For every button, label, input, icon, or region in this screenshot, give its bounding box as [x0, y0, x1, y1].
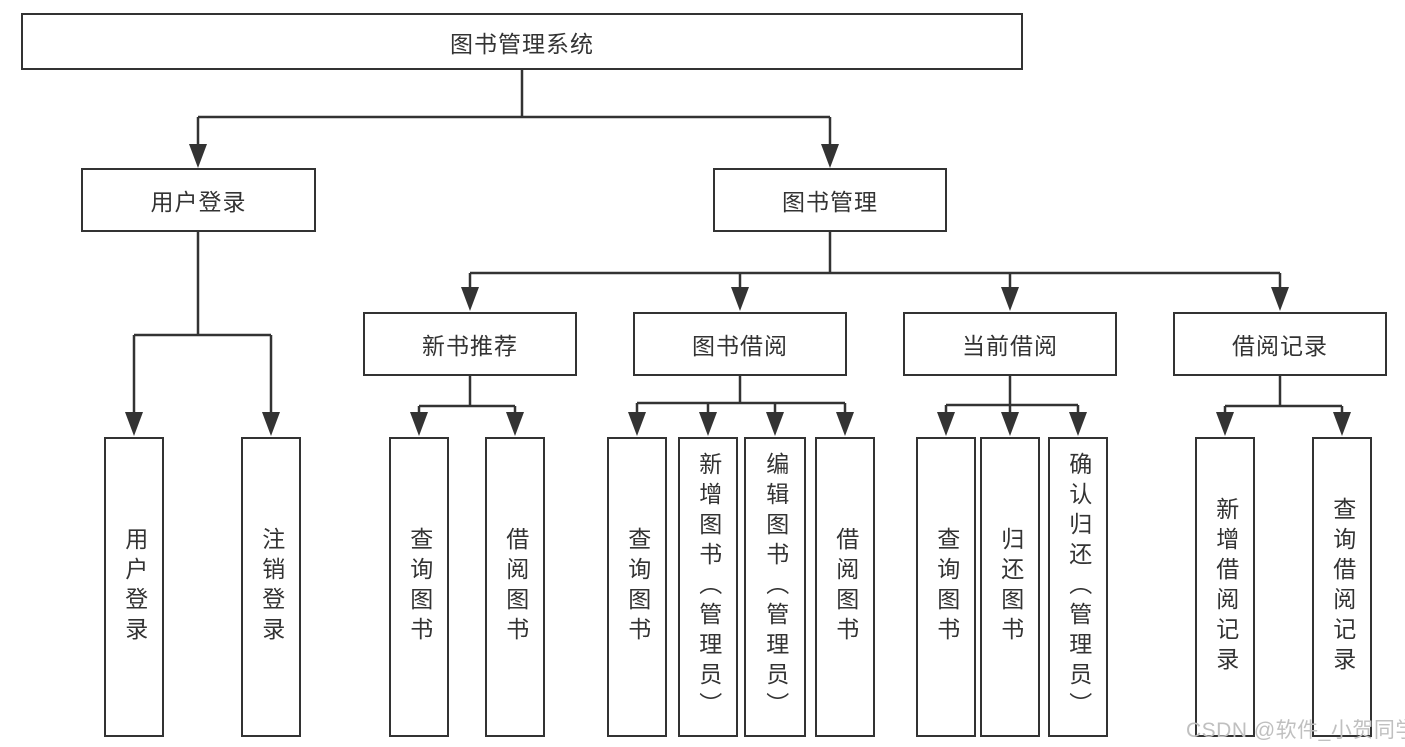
leaf-return-book: 归还图书 — [980, 437, 1040, 737]
leaf-query-books-borrow: 查询图书 — [607, 437, 667, 737]
current-borrowing-node: 当前借阅 — [903, 312, 1117, 376]
leaf-add-borrow-record-label: 新增借阅记录 — [1212, 497, 1239, 677]
borrowing-records-label: 借阅记录 — [1232, 333, 1328, 359]
leaf-borrow-books-label: 借阅图书 — [832, 527, 859, 647]
user-login-node: 用户登录 — [81, 168, 316, 232]
new-book-recommendation-node: 新书推荐 — [363, 312, 577, 376]
leaf-borrow-books-recommend: 借阅图书 — [485, 437, 545, 737]
connector-current-borrowing-to-leaves — [937, 376, 1087, 436]
book-management-node-label: 图书管理 — [782, 189, 878, 215]
book-borrowing-label: 图书借阅 — [692, 333, 788, 359]
leaf-add-book-admin: 新增图书（管理员） — [678, 437, 738, 737]
leaf-logout-label: 注销登录 — [258, 527, 285, 647]
user-login-node-label: 用户登录 — [150, 189, 247, 215]
leaf-borrow-books: 借阅图书 — [815, 437, 875, 737]
leaf-confirm-return-admin-label: 确认归还（管理员） — [1065, 452, 1092, 722]
leaf-user-login-label: 用户登录 — [121, 527, 148, 647]
leaf-add-borrow-record: 新增借阅记录 — [1195, 437, 1255, 737]
leaf-add-book-admin-label: 新增图书（管理员） — [695, 452, 722, 722]
leaf-confirm-return-admin: 确认归还（管理员） — [1048, 437, 1108, 737]
leaf-user-login: 用户登录 — [104, 437, 164, 737]
leaf-query-books-current: 查询图书 — [916, 437, 976, 737]
root-node-label: 图书管理系统 — [450, 30, 594, 57]
leaf-return-book-label: 归还图书 — [997, 527, 1024, 647]
current-borrowing-label: 当前借阅 — [962, 333, 1058, 359]
book-borrowing-node: 图书借阅 — [633, 312, 847, 376]
leaf-edit-book-admin-label: 编辑图书（管理员） — [762, 452, 789, 722]
connector-new-book-recommendation-to-leaves — [410, 376, 524, 436]
root-node: 图书管理系统 — [21, 13, 1023, 70]
leaf-query-books-current-label: 查询图书 — [933, 527, 960, 647]
connector-user-login-to-leaves — [125, 232, 280, 436]
new-book-recommendation-label: 新书推荐 — [422, 333, 518, 359]
leaf-query-borrow-record-label: 查询借阅记录 — [1329, 497, 1356, 677]
leaf-query-books-recommend-label: 查询图书 — [406, 527, 433, 647]
leaf-query-books-borrow-label: 查询图书 — [624, 527, 651, 647]
connector-book-management-to-level3 — [461, 232, 1289, 311]
leaf-query-borrow-record: 查询借阅记录 — [1312, 437, 1372, 737]
connector-book-borrowing-to-leaves — [628, 376, 854, 436]
leaf-query-books-recommend: 查询图书 — [389, 437, 449, 737]
connector-borrowing-records-to-leaves — [1216, 376, 1351, 436]
csdn-watermark: CSDN @软件_小贺同学 — [1186, 719, 1405, 742]
book-management-node: 图书管理 — [713, 168, 947, 232]
borrowing-records-node: 借阅记录 — [1173, 312, 1387, 376]
leaf-edit-book-admin: 编辑图书（管理员） — [744, 437, 806, 737]
leaf-borrow-books-recommend-label: 借阅图书 — [502, 527, 529, 647]
leaf-logout: 注销登录 — [241, 437, 301, 737]
connector-root-to-level2 — [189, 69, 839, 168]
